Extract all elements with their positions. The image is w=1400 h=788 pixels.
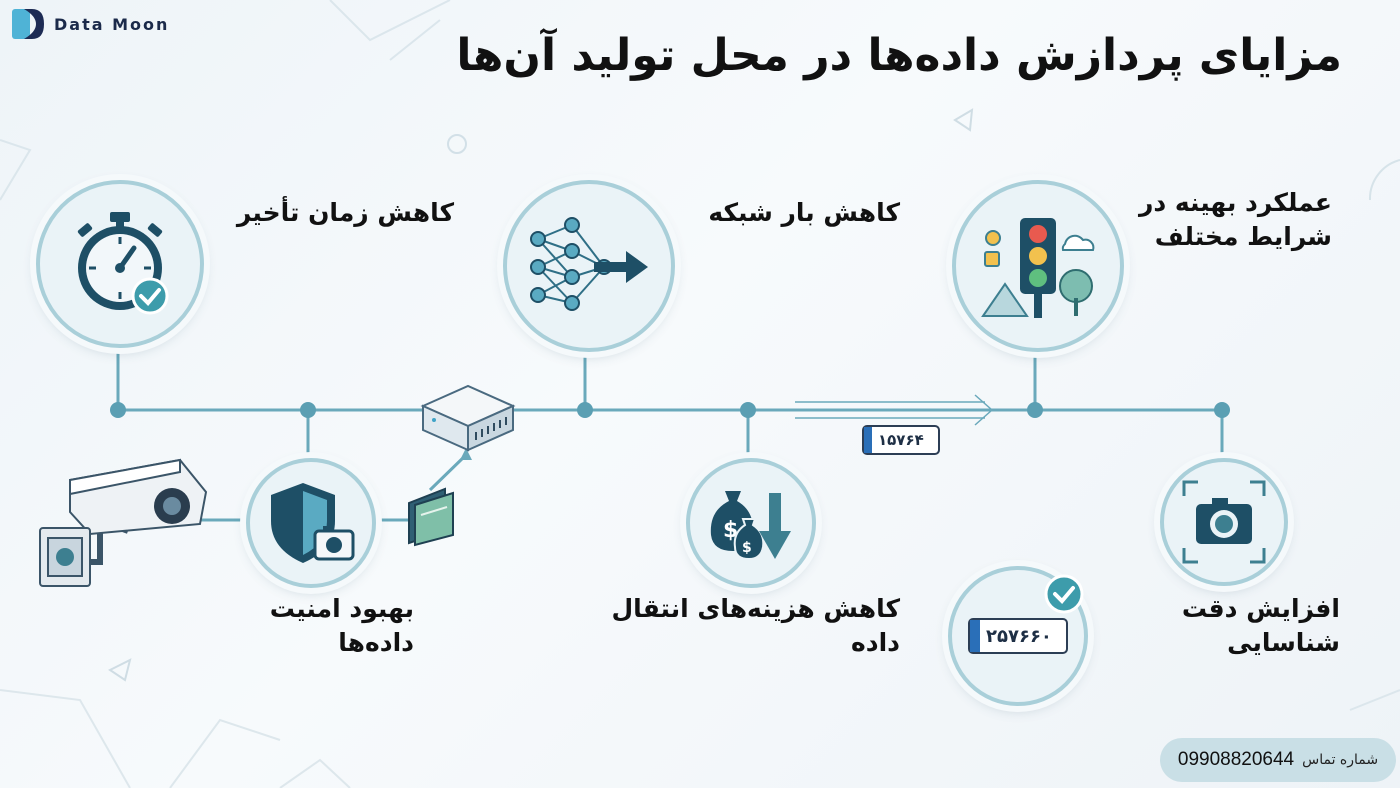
label-performance: عملکرد بهینه در شرایط مختلف xyxy=(1120,186,1332,254)
svg-text:$: $ xyxy=(723,518,738,543)
folder-icon xyxy=(408,487,454,547)
plate-number-large: ۲۵۷۶۶۰ xyxy=(986,625,1052,647)
check-badge-icon xyxy=(1044,574,1084,614)
page-title: مزایای پردازش داده‌ها در محل تولید آن‌ها xyxy=(456,30,1342,81)
label-performance-line1: عملکرد بهینه در xyxy=(1138,188,1332,217)
timeline-node xyxy=(300,402,316,418)
camera-focus-icon xyxy=(1182,480,1266,564)
brand-logo: Data Moon xyxy=(10,6,169,42)
label-latency: کاهش زمان تأخیر xyxy=(236,198,454,227)
brand-name: Data Moon xyxy=(54,14,170,34)
security-circle xyxy=(246,458,376,588)
timeline-node xyxy=(110,402,126,418)
svg-text:$: $ xyxy=(742,540,752,556)
shield-camera-icon xyxy=(271,483,355,563)
timeline-node xyxy=(740,402,756,418)
arrow-head xyxy=(460,448,472,460)
contact-badge: شماره تماس 09908820644 xyxy=(1160,738,1396,782)
contact-number: 09908820644 xyxy=(1177,749,1295,770)
data-moon-logo-icon xyxy=(12,9,44,39)
plate-flag xyxy=(970,620,980,652)
label-network: کاهش بار شبکه xyxy=(708,198,900,227)
plate-flag xyxy=(864,427,872,453)
label-performance-line2: شرایط مختلف xyxy=(1154,222,1332,251)
timeline-node xyxy=(577,402,593,418)
license-plate-large: ۲۵۷۶۶۰ xyxy=(968,618,1068,654)
label-cost: کاهش هزینه‌های انتقال داده xyxy=(611,594,900,657)
contact-label: شماره تماس xyxy=(1302,752,1379,768)
label-accuracy: افزایش دقت شناسایی xyxy=(1181,594,1340,657)
network-circle xyxy=(503,180,675,352)
license-plate-small: ۱۵۷۶۴ xyxy=(862,425,940,455)
money-bag-down-icon: $ $ xyxy=(710,491,791,561)
network-arrow-icon xyxy=(530,217,648,311)
plate-number-small: ۱۵۷۶۴ xyxy=(878,431,924,449)
stopwatch-icon xyxy=(77,212,169,315)
label-security: بهبود امنیت داده‌ها xyxy=(269,594,414,657)
performance-circle xyxy=(952,180,1124,352)
latency-circle xyxy=(36,180,204,348)
timeline-node xyxy=(1027,402,1043,418)
cost-circle: $ $ xyxy=(686,458,816,588)
timeline-node xyxy=(1214,402,1230,418)
accuracy-circle xyxy=(1160,458,1288,586)
edge-device-icon xyxy=(420,384,516,452)
traffic-light-icon xyxy=(981,218,1095,318)
security-camera-icon xyxy=(39,458,208,587)
